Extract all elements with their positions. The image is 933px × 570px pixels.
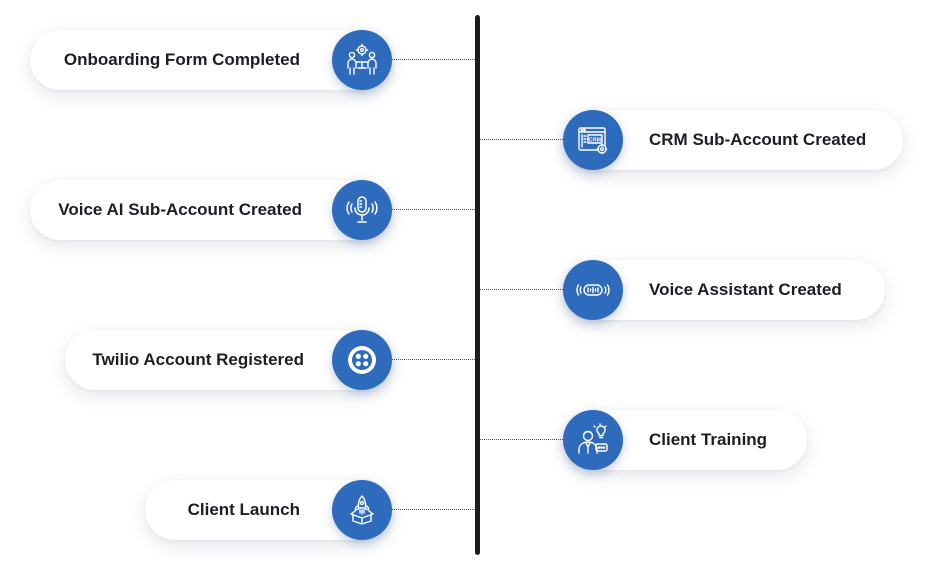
step-label: Voice Assistant Created: [649, 280, 842, 299]
step-label: Client Launch: [187, 500, 300, 519]
crm-icon-text: CRM: [589, 138, 602, 144]
connector-line: [480, 139, 563, 140]
connector-line: [392, 59, 475, 60]
connector-line: [480, 439, 563, 440]
voice-device-icon: [563, 260, 623, 320]
step-label: Client Training: [649, 430, 768, 449]
crm-window-icon: CRM: [563, 110, 623, 170]
step-label: Voice AI Sub-Account Created: [58, 200, 302, 219]
step-voice-ai-subaccount: Voice AI Sub-Account Created: [30, 180, 390, 240]
twilio-logo-icon: [332, 330, 392, 390]
step-label: Twilio Account Registered: [92, 350, 304, 369]
rocket-box-icon: [332, 480, 392, 540]
team-gear-icon: [332, 30, 392, 90]
step-crm-subaccount: CRM Sub-Account Created: [565, 110, 903, 170]
timeline-spine: [475, 15, 480, 555]
microphone-icon: [332, 180, 392, 240]
connector-line: [480, 289, 563, 290]
step-onboarding-form: Onboarding Form Completed: [30, 30, 390, 90]
step-label: CRM Sub-Account Created: [649, 130, 867, 149]
connector-line: [392, 509, 475, 510]
step-label: Onboarding Form Completed: [63, 50, 300, 69]
connector-line: [392, 359, 475, 360]
connector-line: [392, 209, 475, 210]
trainer-idea-icon: [563, 410, 623, 470]
